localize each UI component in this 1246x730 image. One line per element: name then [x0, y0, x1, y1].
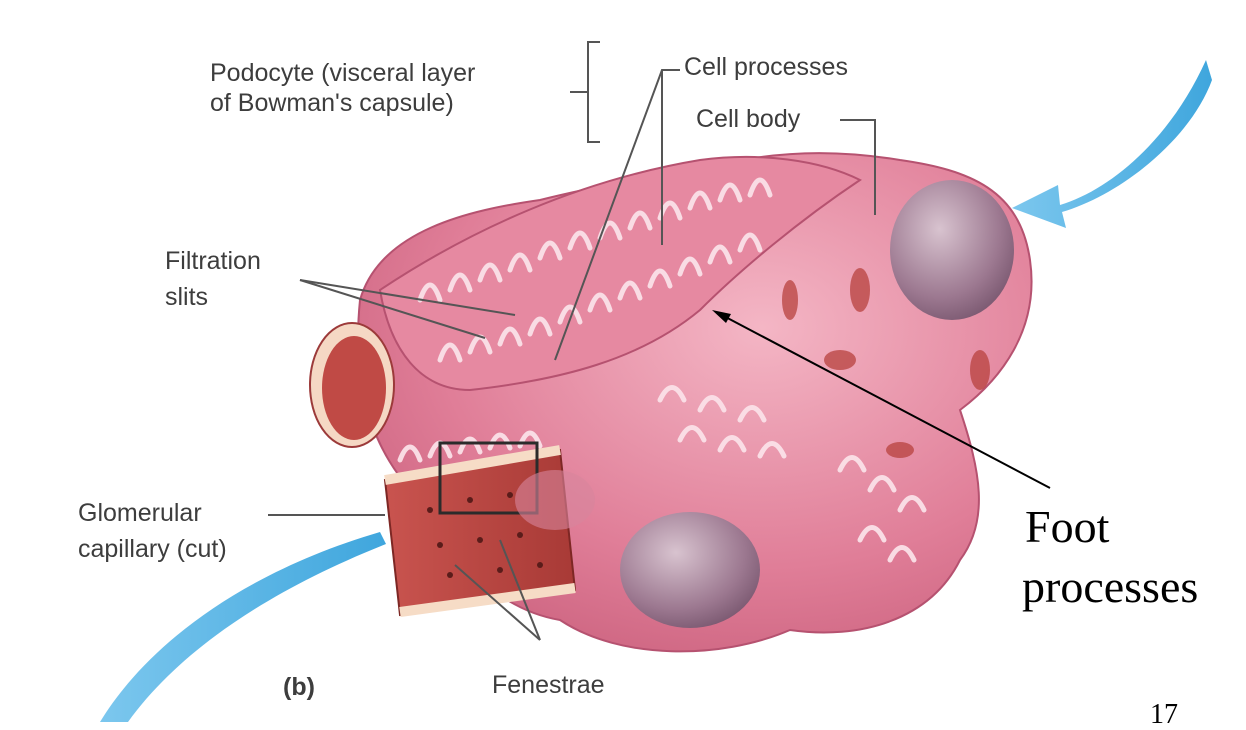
blue-arrow-left: [100, 532, 386, 722]
blue-arrow-right: [1012, 60, 1212, 228]
foot-processes-pointer: [712, 310, 1051, 489]
nucleus-upper: [890, 180, 1014, 320]
podocyte-label-line2: of Bowman's capsule): [210, 89, 454, 117]
cell-body-label: Cell body: [696, 105, 801, 133]
filtration-slits-label-line1: Filtration: [165, 247, 261, 275]
filtration-slits-label-line2: slits: [165, 283, 209, 311]
foot-processes-label-line1: Foot: [1025, 501, 1110, 552]
podocyte-label-line1: Podocyte (visceral layer: [210, 59, 476, 87]
glomerular-capillary-label-line2: capillary (cut): [78, 535, 227, 563]
filtration-slit-openings: [782, 268, 990, 458]
foot-processes-label-line2: processes: [1022, 561, 1199, 612]
nucleus-lower: [620, 512, 760, 628]
panel-label: (b): [283, 673, 315, 701]
page-number: 17: [1150, 699, 1178, 730]
glomerular-capillary-label-line1: Glomerular: [78, 499, 202, 527]
leader-lines: [268, 41, 876, 641]
fenestrae-dots: [427, 492, 543, 578]
cell-processes-label: Cell processes: [684, 53, 848, 81]
fenestrae-label: Fenestrae: [492, 671, 605, 699]
nucleus-left: [515, 470, 595, 530]
cell-process-ridge: [378, 155, 862, 392]
